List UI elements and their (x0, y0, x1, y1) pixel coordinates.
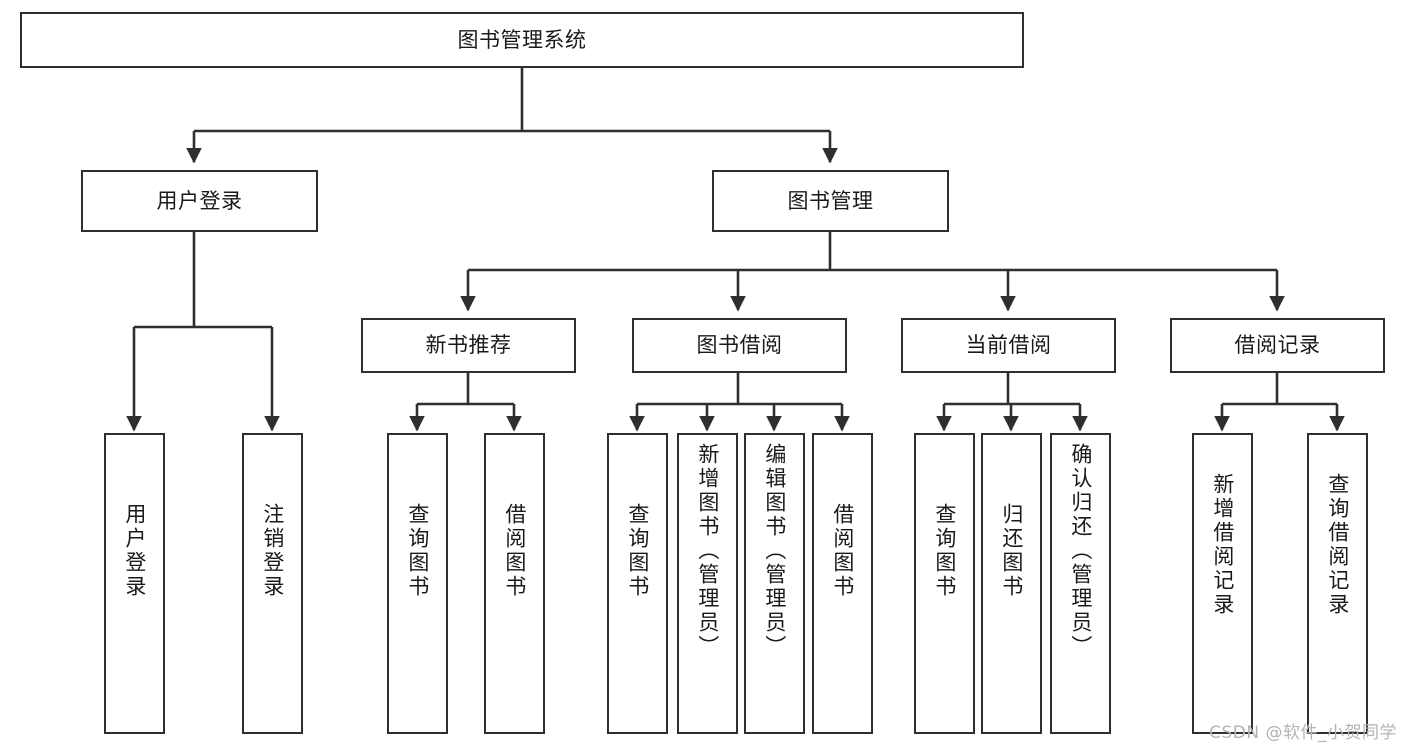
leaf-borrow-book-1-label: 借阅图书 (502, 503, 527, 599)
node-borrow-record-label: 借阅记录 (1234, 333, 1321, 358)
leaf-borrow-book-2[interactable]: 借阅图书 (812, 433, 873, 734)
leaf-add-record[interactable]: 新增借阅记录 (1192, 433, 1253, 734)
leaf-query-book-3-label: 查询图书 (932, 503, 957, 599)
leaf-edit-book-label: 编辑图书（管理员） (762, 443, 787, 659)
node-user-login-label: 用户登录 (156, 188, 243, 213)
leaf-query-record[interactable]: 查询借阅记录 (1307, 433, 1368, 734)
leaf-borrow-book-1[interactable]: 借阅图书 (484, 433, 545, 734)
leaf-user-logout-label: 注销登录 (260, 503, 285, 599)
leaf-query-book-2-label: 查询图书 (625, 503, 650, 599)
leaf-add-record-label: 新增借阅记录 (1210, 473, 1235, 617)
node-root-system-label: 图书管理系统 (457, 27, 587, 52)
node-book-manage[interactable]: 图书管理 (712, 170, 949, 232)
leaf-query-record-label: 查询借阅记录 (1325, 473, 1350, 617)
node-new-book-recommend[interactable]: 新书推荐 (361, 318, 576, 373)
node-book-manage-label: 图书管理 (787, 188, 874, 213)
leaf-query-book-1-label: 查询图书 (405, 503, 430, 599)
node-borrow-record[interactable]: 借阅记录 (1170, 318, 1385, 373)
leaf-query-book-3[interactable]: 查询图书 (914, 433, 975, 734)
node-user-login[interactable]: 用户登录 (81, 170, 318, 232)
node-root-system[interactable]: 图书管理系统 (20, 12, 1024, 68)
leaf-confirm-return-label: 确认归还（管理员） (1068, 443, 1093, 659)
leaf-query-book-2[interactable]: 查询图书 (607, 433, 668, 734)
leaf-return-book[interactable]: 归还图书 (981, 433, 1042, 734)
leaf-borrow-book-2-label: 借阅图书 (830, 503, 855, 599)
leaf-user-logout[interactable]: 注销登录 (242, 433, 303, 734)
leaf-add-book-label: 新增图书（管理员） (695, 443, 720, 659)
node-book-borrow[interactable]: 图书借阅 (632, 318, 847, 373)
node-book-borrow-label: 图书借阅 (696, 333, 783, 358)
leaf-user-login[interactable]: 用户登录 (104, 433, 165, 734)
node-current-borrow[interactable]: 当前借阅 (901, 318, 1116, 373)
leaf-add-book[interactable]: 新增图书（管理员） (677, 433, 738, 734)
node-current-borrow-label: 当前借阅 (965, 333, 1052, 358)
leaf-query-book-1[interactable]: 查询图书 (387, 433, 448, 734)
node-new-book-recommend-label: 新书推荐 (425, 333, 512, 358)
leaf-confirm-return[interactable]: 确认归还（管理员） (1050, 433, 1111, 734)
leaf-edit-book[interactable]: 编辑图书（管理员） (744, 433, 805, 734)
leaf-user-login-label: 用户登录 (122, 503, 147, 599)
leaf-return-book-label: 归还图书 (999, 503, 1024, 599)
